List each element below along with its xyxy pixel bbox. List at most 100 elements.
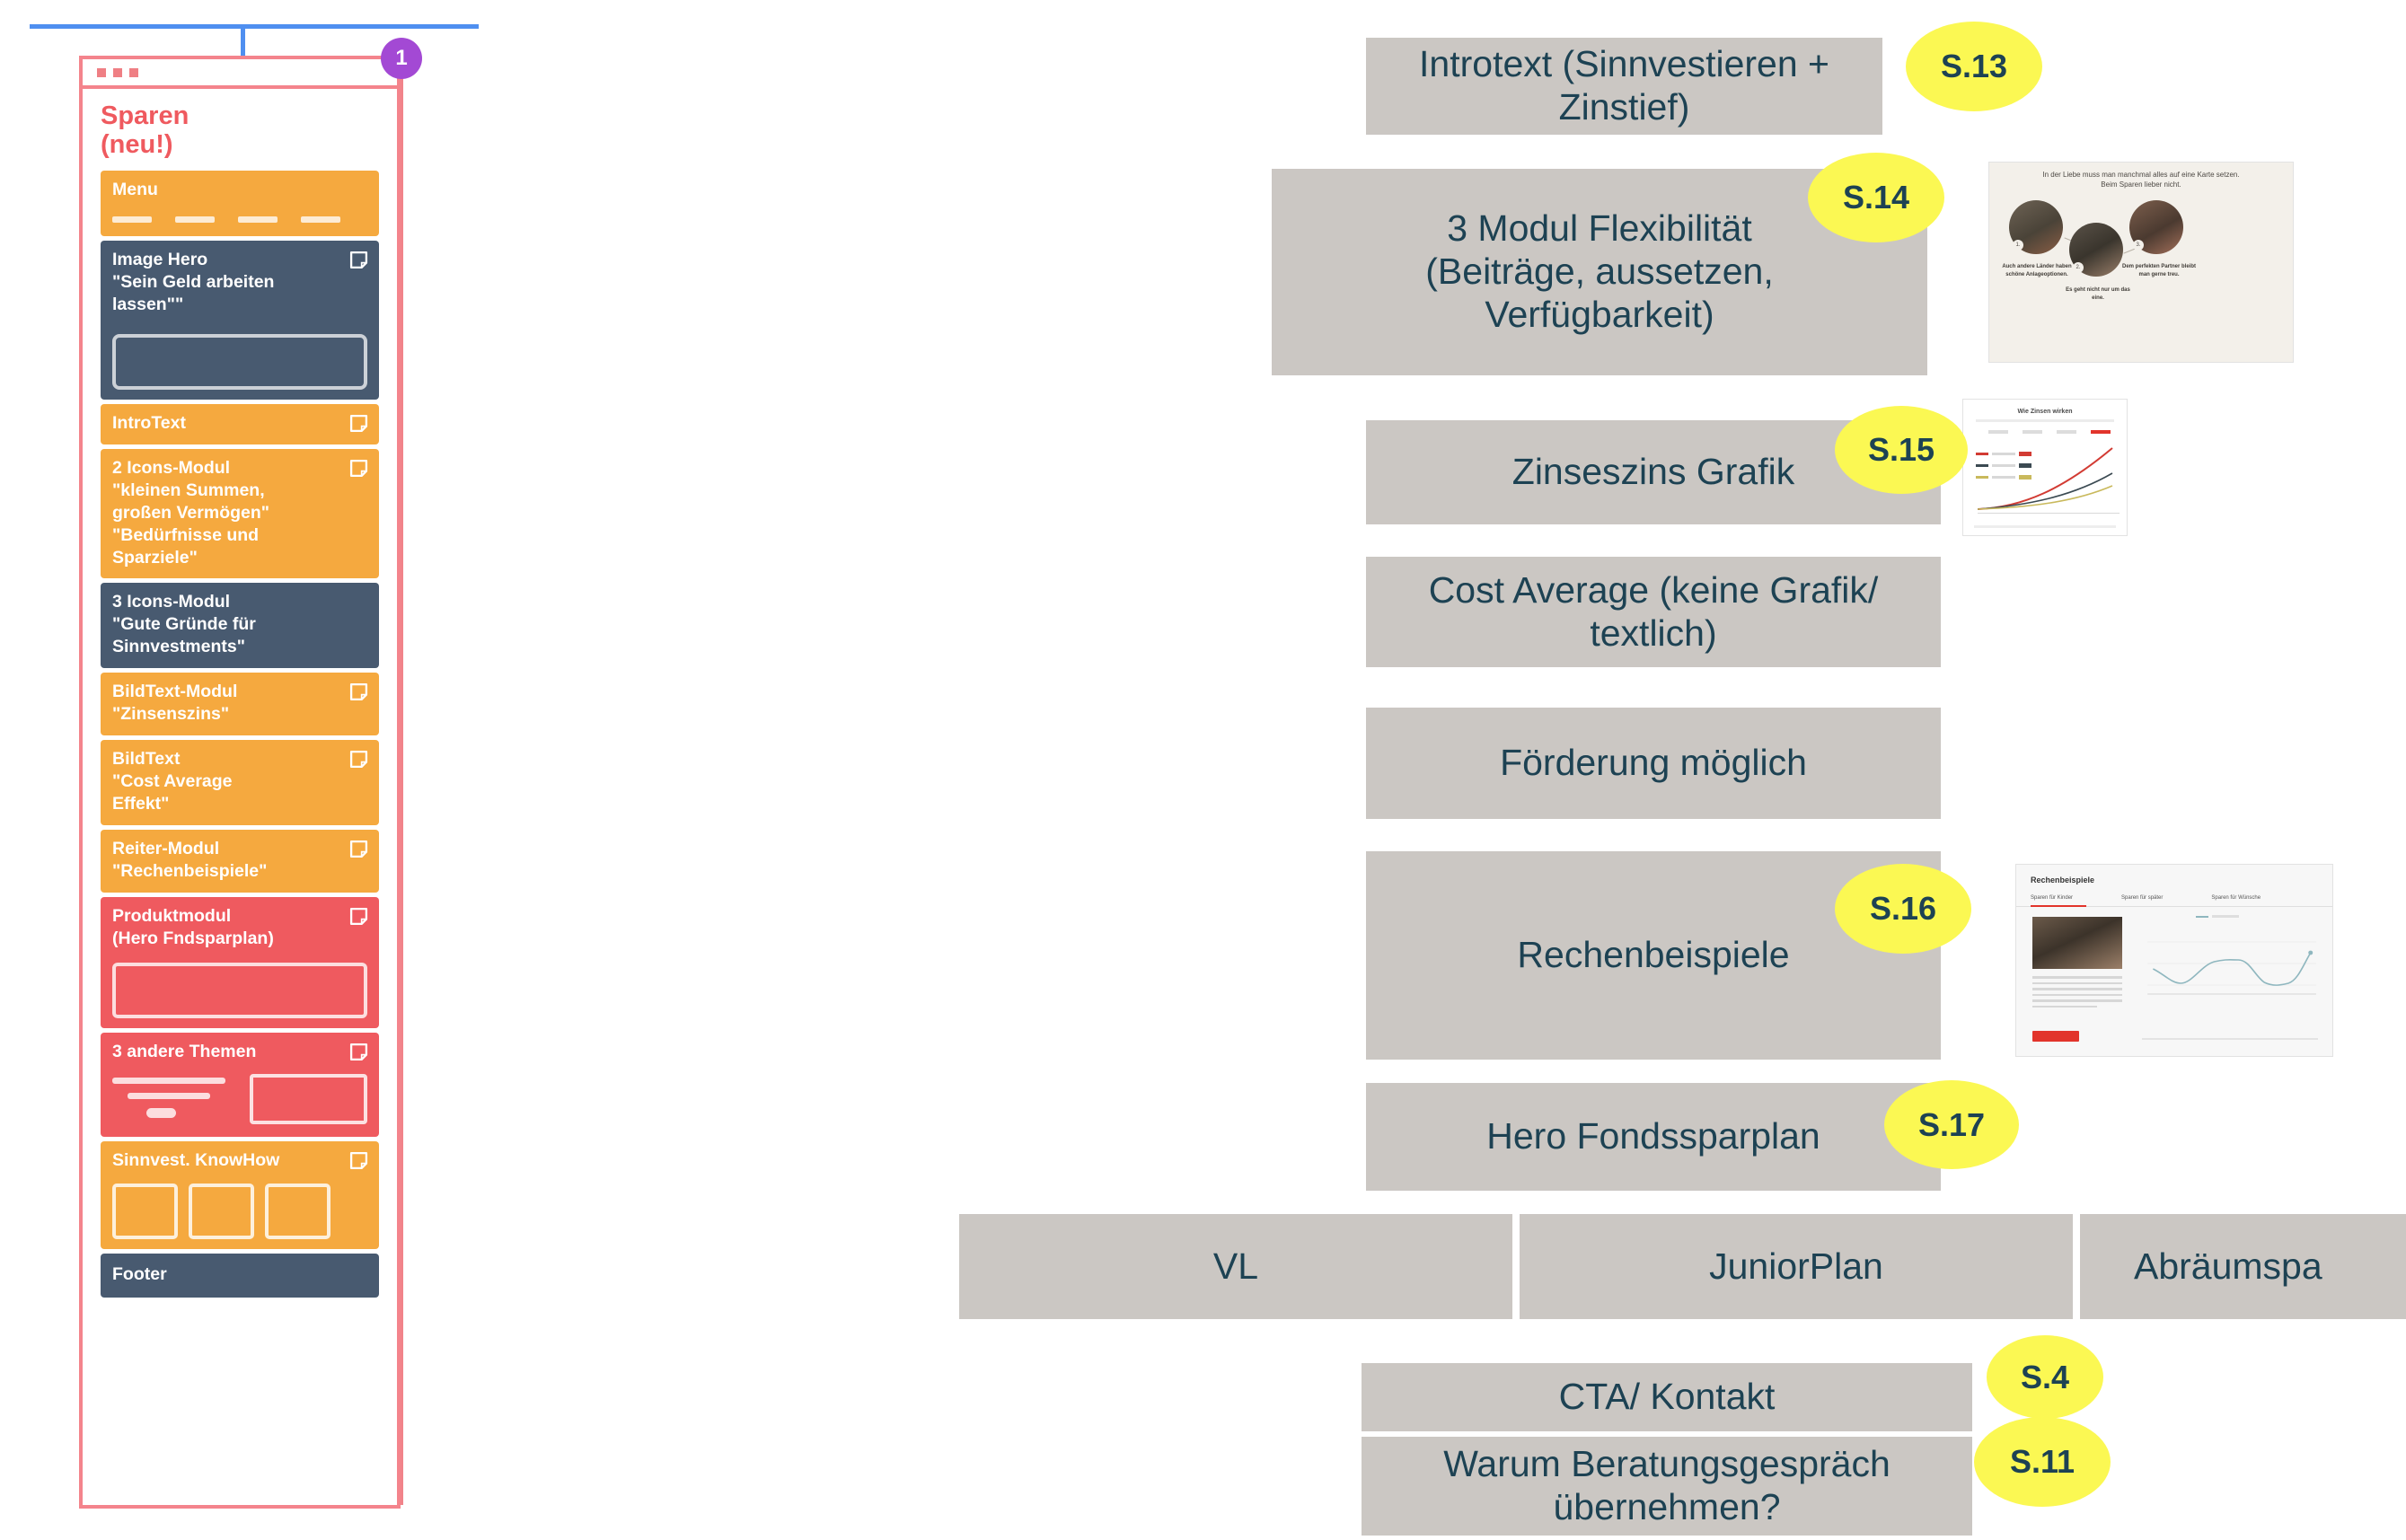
module-label-image-hero-l2: "Sein Geld arbeiten: [112, 271, 275, 292]
flow-box-flexibilitaet[interactable]: 3 Modul Flexibilität (Beiträge, aussetze…: [1272, 169, 1927, 375]
wireframe-browser-card: Menu Sparen (neu!) Menu Image Hero "Sein…: [79, 56, 401, 1509]
thumb3-tabs: Sparen für Kinder Sparen für später Spar…: [2031, 895, 2322, 901]
page-pill-s11[interactable]: S.11: [1974, 1417, 2111, 1507]
flow-box-abraeumsparplan[interactable]: Abräumspa: [2080, 1214, 2406, 1319]
module-label-image-hero-l1: Image Hero: [112, 249, 208, 269]
thumb3-para-line-6: [2032, 1005, 2097, 1008]
window-dot-1: [97, 67, 106, 77]
window-dot-3: [129, 67, 138, 77]
menu-dash-1: [112, 216, 152, 223]
flow-box-introtext[interactable]: Introtext (Sinnvestieren + Zinstief): [1366, 38, 1882, 135]
thumb1-num-3: 3.: [2133, 240, 2144, 251]
themen-text-lines: [112, 1074, 234, 1127]
thumb3-para-line-5: [2032, 999, 2122, 1002]
flow-box-juniorplan-line1: JuniorPlan: [1709, 1245, 1883, 1287]
module-label-reiter-l1: Reiter-Modul: [112, 839, 220, 859]
wireframe-module-bildtext-cost-average[interactable]: BildText "Cost Average Effekt": [101, 740, 379, 826]
thumb1-title-line1: In der Liebe muss man manchmal alles auf…: [2042, 171, 2240, 179]
flow-box-foerderung[interactable]: Förderung möglich: [1366, 708, 1941, 819]
thumb2-swatch-2: [1976, 464, 1988, 467]
hero-image-placeholder: [112, 333, 367, 390]
flow-box-flex-line1: 3 Modul Flexibilität: [1447, 207, 1752, 250]
note-icon: [349, 750, 368, 769]
page-title-text-1: Sparen: [101, 101, 189, 130]
wireframe-module-produktmodul[interactable]: Produktmodul (Hero Fndsparplan): [101, 897, 379, 1028]
module-label-introtext: IntroText: [112, 412, 186, 433]
thumb3-chart-curve: [2147, 941, 2316, 995]
page-pill-s14[interactable]: S.14: [1808, 153, 1944, 242]
module-label-2-icons-l4: "Bedürfnisse und: [112, 524, 260, 545]
page-pill-s17[interactable]: S.17: [1884, 1080, 2019, 1169]
module-label-menu: Menu: [112, 179, 158, 199]
note-icon: [349, 459, 368, 478]
page-pill-s13[interactable]: S.13: [1906, 22, 2042, 111]
thumb2-legend-label-2: [1992, 464, 2015, 467]
thumb1-caption-1: Auch andere Länder haben schöne Anlageop…: [1998, 263, 2076, 281]
flow-box-beratungsgespraech[interactable]: Warum Beratungsgespräch übernehmen?: [1362, 1437, 1972, 1536]
module-label-reiter-l2: "Rechenbeispiele": [112, 861, 268, 882]
wireframe-module-3-icons[interactable]: 3 Icons-Modul "Gute Gründe für Sinnvestm…: [101, 583, 379, 669]
wireframe-module-reiter[interactable]: Reiter-Modul "Rechenbeispiele": [101, 830, 379, 893]
thumb2-legend-value-1: [2019, 452, 2031, 456]
thumb1-title-line2: Beim Sparen lieber nicht.: [2101, 180, 2181, 189]
page-pill-s16[interactable]: S.16: [1835, 864, 1971, 954]
wireframe-module-introtext[interactable]: IntroText: [101, 403, 379, 444]
flow-box-flex-line3: Verfügbarkeit): [1485, 293, 1714, 335]
thumb3-tab-wuensche[interactable]: Sparen für Wünsche: [2211, 895, 2261, 901]
product-image-placeholder: [112, 962, 367, 1018]
thumb3-tab-spaeter[interactable]: Sparen für später: [2121, 895, 2164, 901]
flow-box-cost-average[interactable]: Cost Average (keine Grafik/ textlich): [1366, 557, 1941, 667]
note-icon: [349, 1151, 368, 1170]
flow-box-hero-fondssparplan[interactable]: Hero Fondssparplan: [1366, 1083, 1941, 1191]
themen-image-placeholder: [250, 1073, 367, 1124]
wireframe-module-2-icons[interactable]: 2 Icons-Modul "kleinen Summen, großen Ve…: [101, 448, 379, 579]
wireframe-module-image-hero[interactable]: Image Hero "Sein Geld arbeiten lassen"": [101, 240, 379, 400]
thumb3-para-line-4: [2032, 993, 2122, 996]
wireframe-module-menu[interactable]: Menu: [101, 170, 379, 236]
thumb2-legend-row-2: [1976, 463, 2031, 468]
thumb3-chart-note: [2142, 1037, 2318, 1040]
note-icon: [349, 907, 368, 926]
wireframe-module-3-andere-themen[interactable]: 3 andere Themen: [101, 1032, 379, 1137]
flow-box-juniorplan[interactable]: JuniorPlan: [1520, 1214, 2073, 1319]
wireframe-module-sinnvest-knowhow[interactable]: Sinnvest. KnowHow: [101, 1140, 379, 1249]
module-label-bildtext-cost-l1: BildText: [112, 749, 181, 770]
thumb2-legend-value-2: [2019, 463, 2031, 468]
flow-box-vl[interactable]: VL: [959, 1214, 1512, 1319]
module-label-footer: Footer: [112, 1263, 167, 1284]
thumb3-legend-label: [2212, 915, 2239, 918]
thumb2-tab-3: [2057, 430, 2076, 434]
wireframe-module-bildtext-zinsenszins[interactable]: BildText-Modul "Zinsenszins": [101, 673, 379, 736]
connector-line-horizontal: [30, 24, 479, 29]
knowhow-tile-3: [265, 1183, 330, 1239]
thumb2-swatch-3: [1976, 476, 1988, 479]
thumbnail-zinseszins-chart[interactable]: Wie Zinsen wirken: [1963, 400, 2127, 535]
thumbnail-rechenbeispiele[interactable]: Rechenbeispiele Sparen für Kinder Sparen…: [2016, 865, 2332, 1056]
thumb1-caption-2-head: Es geht nicht nur um das eine.: [2066, 287, 2130, 301]
flow-box-introtext-line1: Introtext (Sinnvestieren +: [1419, 43, 1829, 85]
thumb1-title: In der Liebe muss man manchmal alles auf…: [1989, 171, 2293, 190]
flow-box-cta-kontakt[interactable]: CTA/ Kontakt: [1362, 1363, 1972, 1431]
note-icon: [349, 414, 368, 433]
thumb2-title: Wie Zinsen wirken: [2017, 409, 2073, 415]
thumb2-legend-label-3: [1992, 476, 2015, 479]
status-badge-1[interactable]: 1: [381, 38, 422, 79]
flow-box-zinseszins-line1: Zinseszins Grafik: [1511, 451, 1795, 493]
thumbnail-drei-module[interactable]: In der Liebe muss man manchmal alles auf…: [1989, 163, 2293, 362]
flow-box-foerderung-line1: Förderung möglich: [1500, 742, 1807, 784]
page-pill-s15[interactable]: S.15: [1835, 406, 1968, 494]
flow-box-cost-line1: Cost Average (keine Grafik/: [1428, 568, 1879, 611]
module-label-3-icons-l3: Sinnvestments": [112, 637, 245, 657]
wireframe-module-footer[interactable]: Footer: [101, 1253, 379, 1298]
note-icon: [349, 251, 368, 269]
module-label-3-andere-themen: 3 andere Themen: [112, 1041, 257, 1061]
thumb3-para-line-2: [2032, 981, 2122, 984]
knowhow-tile-1: [112, 1183, 178, 1239]
module-label-2-icons-l2: "kleinen Summen,: [112, 480, 265, 500]
thumb3-chart-legend: [2196, 915, 2239, 918]
module-label-bildtext-cost-l3: Effekt": [112, 794, 170, 814]
thumb3-tab-kinder[interactable]: Sparen für Kinder: [2031, 895, 2074, 901]
page-pill-s4[interactable]: S.4: [1987, 1335, 2103, 1419]
thumb2-legend-row-3: [1976, 475, 2031, 480]
thumb3-cta-button[interactable]: [2032, 1031, 2079, 1042]
